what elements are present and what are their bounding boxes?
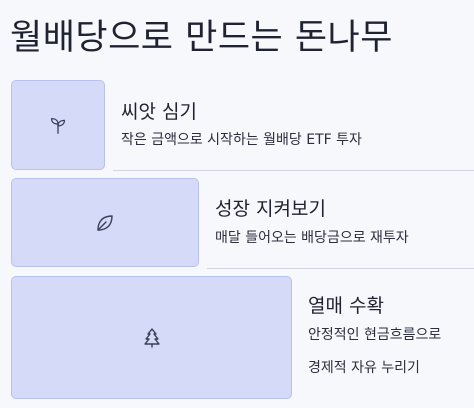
page-title: 월배당으로 만드는 돈나무: [10, 18, 393, 58]
step-desc-seed-line-1: 작은 금액으로 시작하는 월배당 ETF 투자: [121, 132, 362, 148]
divider: [113, 170, 474, 171]
step-card-seed: [11, 80, 105, 170]
step-desc-grow-line-1: 매달 들어오는 배당금으로 재투자: [215, 230, 409, 246]
step-desc-harvest-line-2: 경제적 자유 누리기: [308, 360, 420, 376]
leaf-icon: [97, 214, 113, 231]
step-card-harvest: [11, 276, 292, 399]
step-card-grow: [11, 178, 199, 267]
step-title-grow: 성장 지켜보기: [215, 198, 326, 220]
step-title-harvest: 열매 수확: [308, 295, 384, 317]
divider: [207, 268, 474, 269]
step-title-seed: 씨앗 심기: [121, 101, 197, 123]
sprout-icon: [50, 117, 66, 134]
tree-icon: [143, 327, 160, 348]
step-desc-harvest-line-1: 안정적인 현금흐름으로: [308, 327, 442, 343]
